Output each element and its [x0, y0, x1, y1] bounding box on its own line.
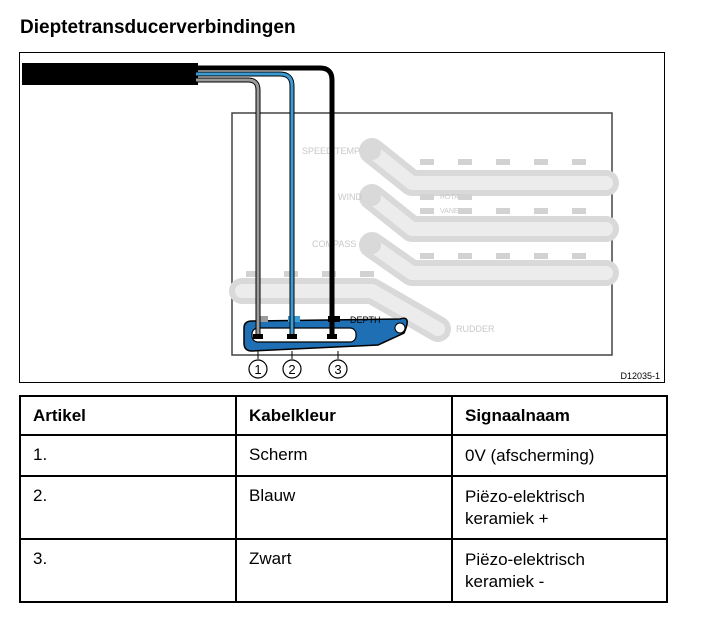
column-header-kabelkleur: Kabelkleur — [235, 395, 453, 436]
shield-wire-end — [253, 334, 263, 339]
cell-artikel: 2. — [19, 475, 237, 540]
blue-wire — [196, 72, 294, 335]
callout-3-number: 3 — [334, 362, 341, 377]
cell-kabelkleur: Blauw — [235, 475, 453, 540]
shield-wire — [196, 78, 260, 335]
table-row: 1. Scherm 0V (afscherming) — [19, 434, 668, 477]
callout-3: 3 — [328, 351, 348, 379]
table-row: 3. Zwart Piëzo-elektrisch keramiek - — [19, 538, 668, 603]
figure-reference: D12035-1 — [620, 371, 660, 381]
cell-signaalnaam: 0V (afscherming) — [451, 434, 668, 477]
cell-signaalnaam: Piëzo-elektrisch keramiek + — [451, 475, 668, 540]
cell-signaalnaam: Piëzo-elektrisch keramiek - — [451, 538, 668, 603]
callout-1: 1 — [248, 351, 268, 379]
cable-sheath — [22, 63, 198, 85]
cell-artikel: 3. — [19, 538, 237, 603]
black-wire-end — [327, 334, 337, 339]
depth-label: DEPTH — [350, 315, 381, 325]
ghost-screws — [363, 142, 381, 254]
signal-table: Artikel Kabelkleur Signaalnaam 1. Scherm… — [19, 395, 668, 603]
vane-label: VANE — [440, 208, 459, 215]
cell-artikel: 1. — [19, 434, 237, 477]
rota-label: ROTA — [440, 194, 459, 201]
callout-2-number: 2 — [288, 362, 295, 377]
speed-temp-connector — [359, 138, 619, 196]
callout-1-number: 1 — [254, 362, 261, 377]
page-title: Dieptetransducerverbindingen — [20, 17, 296, 38]
table-header-row: Artikel Kabelkleur Signaalnaam — [19, 395, 668, 436]
wiring-diagram-svg: SPEED/TEMP WIND ROTA VANE COMPASS RUDDER… — [22, 63, 660, 381]
column-header-signaalnaam: Signaalnaam — [451, 395, 668, 436]
rudder-connector — [229, 278, 451, 342]
ghost-terminals — [246, 159, 586, 322]
cell-kabelkleur: Scherm — [235, 434, 453, 477]
shield-terminal-mark — [256, 316, 268, 322]
wiring-diagram: SPEED/TEMP WIND ROTA VANE COMPASS RUDDER… — [19, 52, 665, 383]
wind-label: WIND — [338, 192, 362, 202]
rudder-label: RUDDER — [456, 324, 495, 334]
blue-wire-end — [287, 334, 297, 339]
cell-kabelkleur: Zwart — [235, 538, 453, 603]
wind-connector — [359, 184, 619, 242]
column-header-artikel: Artikel — [19, 395, 237, 436]
callout-2: 2 — [282, 351, 302, 379]
table-row: 2. Blauw Piëzo-elektrisch keramiek + — [19, 475, 668, 540]
compass-connector — [359, 232, 619, 286]
